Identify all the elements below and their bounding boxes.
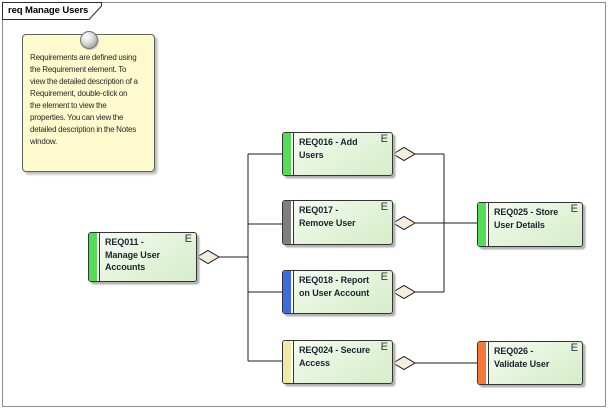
element-e-badge: E bbox=[570, 342, 578, 354]
connector-line[interactable] bbox=[219, 153, 282, 362]
requirement-req017[interactable]: E REQ017 - Remove User bbox=[282, 200, 393, 245]
requirement-req025[interactable]: E REQ025 - Store User Details bbox=[477, 202, 583, 247]
status-stripe bbox=[478, 342, 486, 384]
requirement-label: REQ016 - Add Users bbox=[299, 137, 358, 160]
diagram-frame-label: req Manage Users bbox=[8, 5, 89, 16]
aggregation-connector-req025[interactable] bbox=[392, 146, 477, 300]
requirement-req018[interactable]: E REQ018 - Report on User Account bbox=[282, 270, 393, 314]
element-e-badge: E bbox=[380, 201, 388, 213]
aggregation-diamond-icon[interactable] bbox=[196, 249, 220, 265]
connector-line[interactable] bbox=[415, 153, 477, 293]
status-stripe bbox=[283, 133, 291, 175]
status-stripe bbox=[283, 341, 291, 383]
note-element[interactable]: Requirements are defined using the Requi… bbox=[22, 34, 155, 172]
status-stripe bbox=[283, 271, 291, 313]
stripe-divider bbox=[97, 233, 100, 281]
requirement-label: REQ017 - Remove User bbox=[299, 205, 356, 228]
aggregation-connector-req026[interactable] bbox=[392, 355, 477, 371]
aggregation-diamond-icon[interactable] bbox=[392, 284, 416, 300]
stripe-divider bbox=[486, 342, 489, 384]
aggregation-diamond-icon[interactable] bbox=[392, 355, 416, 371]
requirement-label: REQ024 - Secure Access bbox=[299, 345, 371, 368]
requirement-label: REQ018 - Report on User Account bbox=[299, 275, 370, 298]
frame-tab-shape bbox=[2, 2, 102, 20]
requirement-req011[interactable]: E REQ011 - Manage User Accounts bbox=[88, 232, 197, 282]
requirement-body: E REQ026 - Validate User bbox=[489, 342, 582, 384]
requirement-body: E REQ011 - Manage User Accounts bbox=[100, 233, 196, 281]
status-stripe bbox=[283, 201, 291, 244]
aggregation-diamond-icon[interactable] bbox=[392, 215, 416, 231]
element-e-badge: E bbox=[380, 341, 388, 353]
stripe-divider bbox=[291, 341, 294, 383]
requirement-body: E REQ018 - Report on User Account bbox=[294, 271, 392, 313]
element-e-badge: E bbox=[570, 203, 578, 215]
requirement-req024[interactable]: E REQ024 - Secure Access bbox=[282, 340, 393, 384]
element-e-badge: E bbox=[380, 133, 388, 145]
requirement-body: E REQ017 - Remove User bbox=[294, 201, 392, 244]
status-stripe bbox=[89, 233, 97, 281]
element-e-badge: E bbox=[380, 271, 388, 283]
note-pin-icon bbox=[80, 31, 98, 49]
aggregation-connector-req011[interactable] bbox=[196, 153, 282, 362]
requirement-body: E REQ025 - Store User Details bbox=[489, 203, 582, 246]
requirement-req026[interactable]: E REQ026 - Validate User bbox=[477, 341, 583, 385]
requirement-label: REQ011 - Manage User Accounts bbox=[105, 237, 160, 272]
requirement-label: REQ026 - Validate User bbox=[494, 346, 550, 369]
stripe-divider bbox=[291, 201, 294, 244]
note-text: Requirements are defined using the Requi… bbox=[30, 53, 138, 146]
requirement-req016[interactable]: E REQ016 - Add Users bbox=[282, 132, 393, 176]
requirement-body: E REQ016 - Add Users bbox=[294, 133, 392, 175]
requirement-label: REQ025 - Store User Details bbox=[494, 207, 559, 230]
requirement-body: E REQ024 - Secure Access bbox=[294, 341, 392, 383]
stripe-divider bbox=[291, 271, 294, 313]
aggregation-diamond-icon[interactable] bbox=[392, 146, 416, 162]
status-stripe bbox=[478, 203, 486, 246]
stripe-divider bbox=[486, 203, 489, 246]
stripe-divider bbox=[291, 133, 294, 175]
element-e-badge: E bbox=[184, 233, 192, 245]
